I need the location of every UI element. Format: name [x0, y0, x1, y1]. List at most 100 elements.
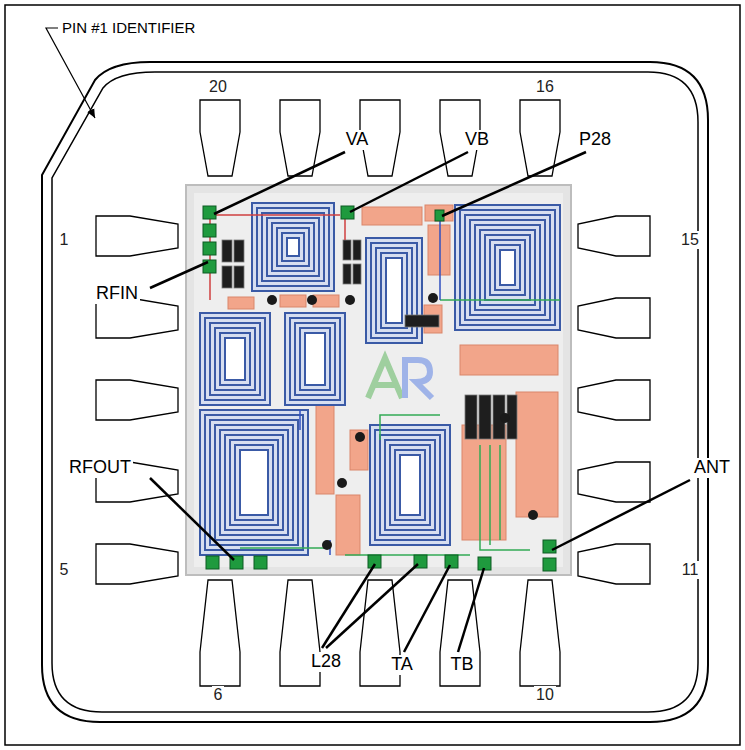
inductor-core [400, 455, 420, 515]
inductor-ground [285, 313, 345, 405]
lead-finger [280, 100, 320, 176]
inductor-ground [200, 313, 270, 405]
inductor-turn [220, 333, 250, 385]
inductor-core [287, 238, 299, 256]
lead-finger [578, 462, 650, 502]
lead-finger [520, 100, 560, 176]
inductor-turn [225, 435, 283, 530]
inductor-ground [252, 203, 334, 291]
package-outline-inner [52, 72, 698, 712]
inductor-turn [205, 318, 265, 400]
interconnect [210, 215, 560, 555]
inductor-turn [385, 440, 435, 530]
signal-label: RFOUT [67, 458, 133, 478]
frame [5, 5, 740, 745]
inductor-turn [200, 410, 308, 555]
pin-number: 11 [680, 561, 701, 579]
inductor-turn [230, 440, 278, 525]
lead-finger [578, 380, 650, 420]
inductor-turn [210, 420, 298, 545]
lead-finger [200, 100, 240, 176]
signal-label: RFIN [94, 284, 140, 304]
spiral-inductors [200, 203, 560, 555]
inductor-turn [485, 235, 530, 300]
signal-label: ANT [692, 458, 732, 478]
inductor-turn [460, 210, 555, 325]
inductor-turn [285, 313, 345, 405]
inductor-ground [370, 425, 450, 545]
signal-label: TA [389, 655, 415, 675]
inductor-turn [200, 313, 270, 405]
signal-label: P28 [577, 130, 613, 150]
pin1-identifier: PIN #1 IDENTIFIER [60, 20, 197, 37]
bond-pads [203, 206, 556, 571]
pin-number: 10 [534, 686, 556, 704]
inductor-core [500, 250, 515, 285]
lead-finger [578, 216, 650, 256]
inductor-turn [375, 430, 445, 540]
inductor-turn [210, 323, 260, 395]
lead-finger [200, 580, 240, 686]
inductor-turn [235, 445, 273, 520]
lead-finger [440, 580, 480, 686]
inductor-turn [395, 450, 425, 520]
inductor-turn [295, 323, 335, 395]
lead-finger [578, 298, 650, 338]
inductor-core [386, 258, 402, 323]
inductor-turn [490, 240, 525, 295]
inductor-turn [215, 328, 255, 390]
inductor-turn [205, 415, 303, 550]
inductor-turn [290, 318, 340, 400]
die-core [194, 193, 563, 567]
pin-number: 16 [534, 78, 556, 96]
die [186, 185, 571, 575]
inductor-turn [262, 213, 324, 281]
inductor-turn [475, 225, 540, 310]
pin-number: 15 [679, 231, 701, 249]
lead-finger [96, 380, 178, 420]
inductor-turn [370, 425, 450, 545]
lead-finger [96, 298, 178, 338]
signal-label: VB [463, 130, 491, 150]
capacitor-arrays [222, 240, 517, 439]
inductor-core [240, 450, 268, 515]
lead-finger [520, 580, 560, 686]
inductor-turn [267, 218, 319, 276]
inductor-turn [277, 228, 309, 266]
inductor-turn [215, 425, 293, 540]
inductor-turn [257, 208, 329, 286]
inductor-core [305, 333, 325, 385]
pin-number: 6 [212, 686, 225, 704]
inductor-core [225, 338, 245, 380]
lead-finger [578, 544, 650, 584]
pin1-leader [46, 28, 95, 118]
inductor-turn [380, 435, 440, 535]
inductor-turn [495, 245, 520, 290]
logo [368, 358, 432, 398]
inductor-turn [282, 233, 304, 261]
inductor-turn [465, 215, 550, 320]
inductor-turn [386, 258, 402, 323]
pin-number: 20 [207, 78, 229, 96]
pin-number: 1 [58, 231, 71, 249]
package-outline [42, 62, 708, 722]
lead-finger [96, 544, 178, 584]
signal-label: L28 [309, 652, 343, 672]
inductor-turn [272, 223, 314, 271]
inductor-turn [390, 445, 430, 525]
signal-label: VA [344, 130, 371, 150]
inductor-ground [455, 205, 560, 330]
inductor-turn [455, 205, 560, 330]
lead-frame [96, 100, 650, 686]
vias [267, 293, 538, 550]
inductor-ground [200, 410, 308, 555]
inductor-turn [480, 230, 535, 305]
metal-blocks [228, 205, 558, 555]
pin-number: 5 [58, 561, 71, 579]
leader-lines [150, 152, 690, 652]
lead-finger [96, 216, 178, 256]
inductor-turn [381, 253, 407, 328]
inductor-turn [300, 328, 330, 390]
